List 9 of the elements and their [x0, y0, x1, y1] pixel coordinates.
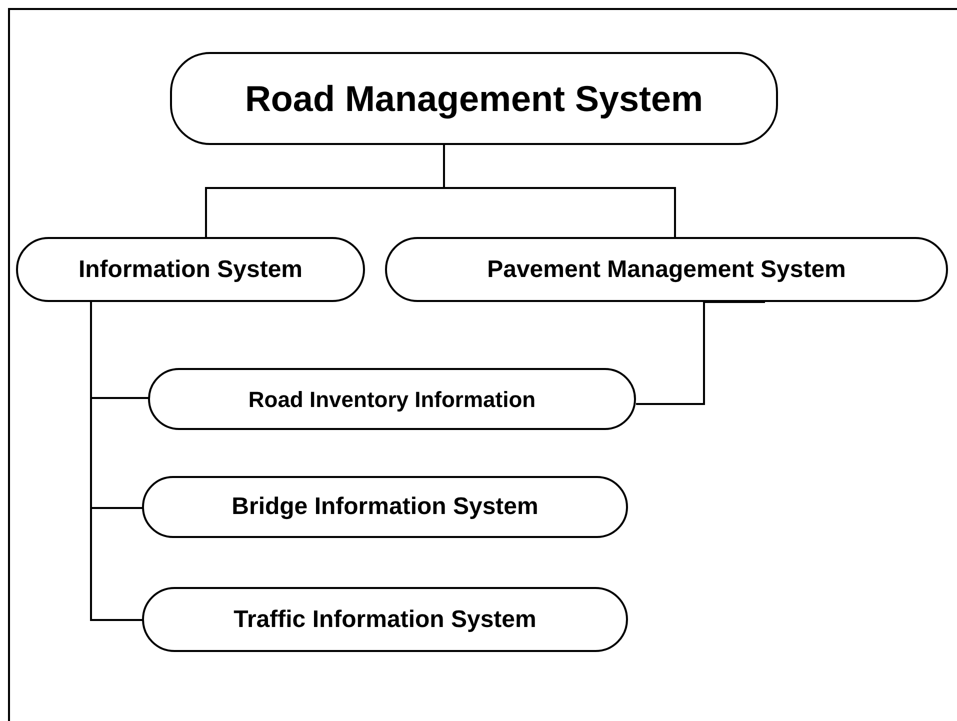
box-label: Information System [78, 254, 303, 284]
box-label: Road Inventory Information [248, 386, 536, 414]
connector-line [90, 302, 143, 621]
box-label: Road Management System [244, 76, 704, 121]
box-label: Pavement Management System [487, 254, 846, 284]
box-label: Traffic Information System [234, 604, 536, 634]
connector-line [636, 301, 765, 405]
box-label: Bridge Information System [232, 492, 538, 522]
connector-line [443, 145, 676, 237]
